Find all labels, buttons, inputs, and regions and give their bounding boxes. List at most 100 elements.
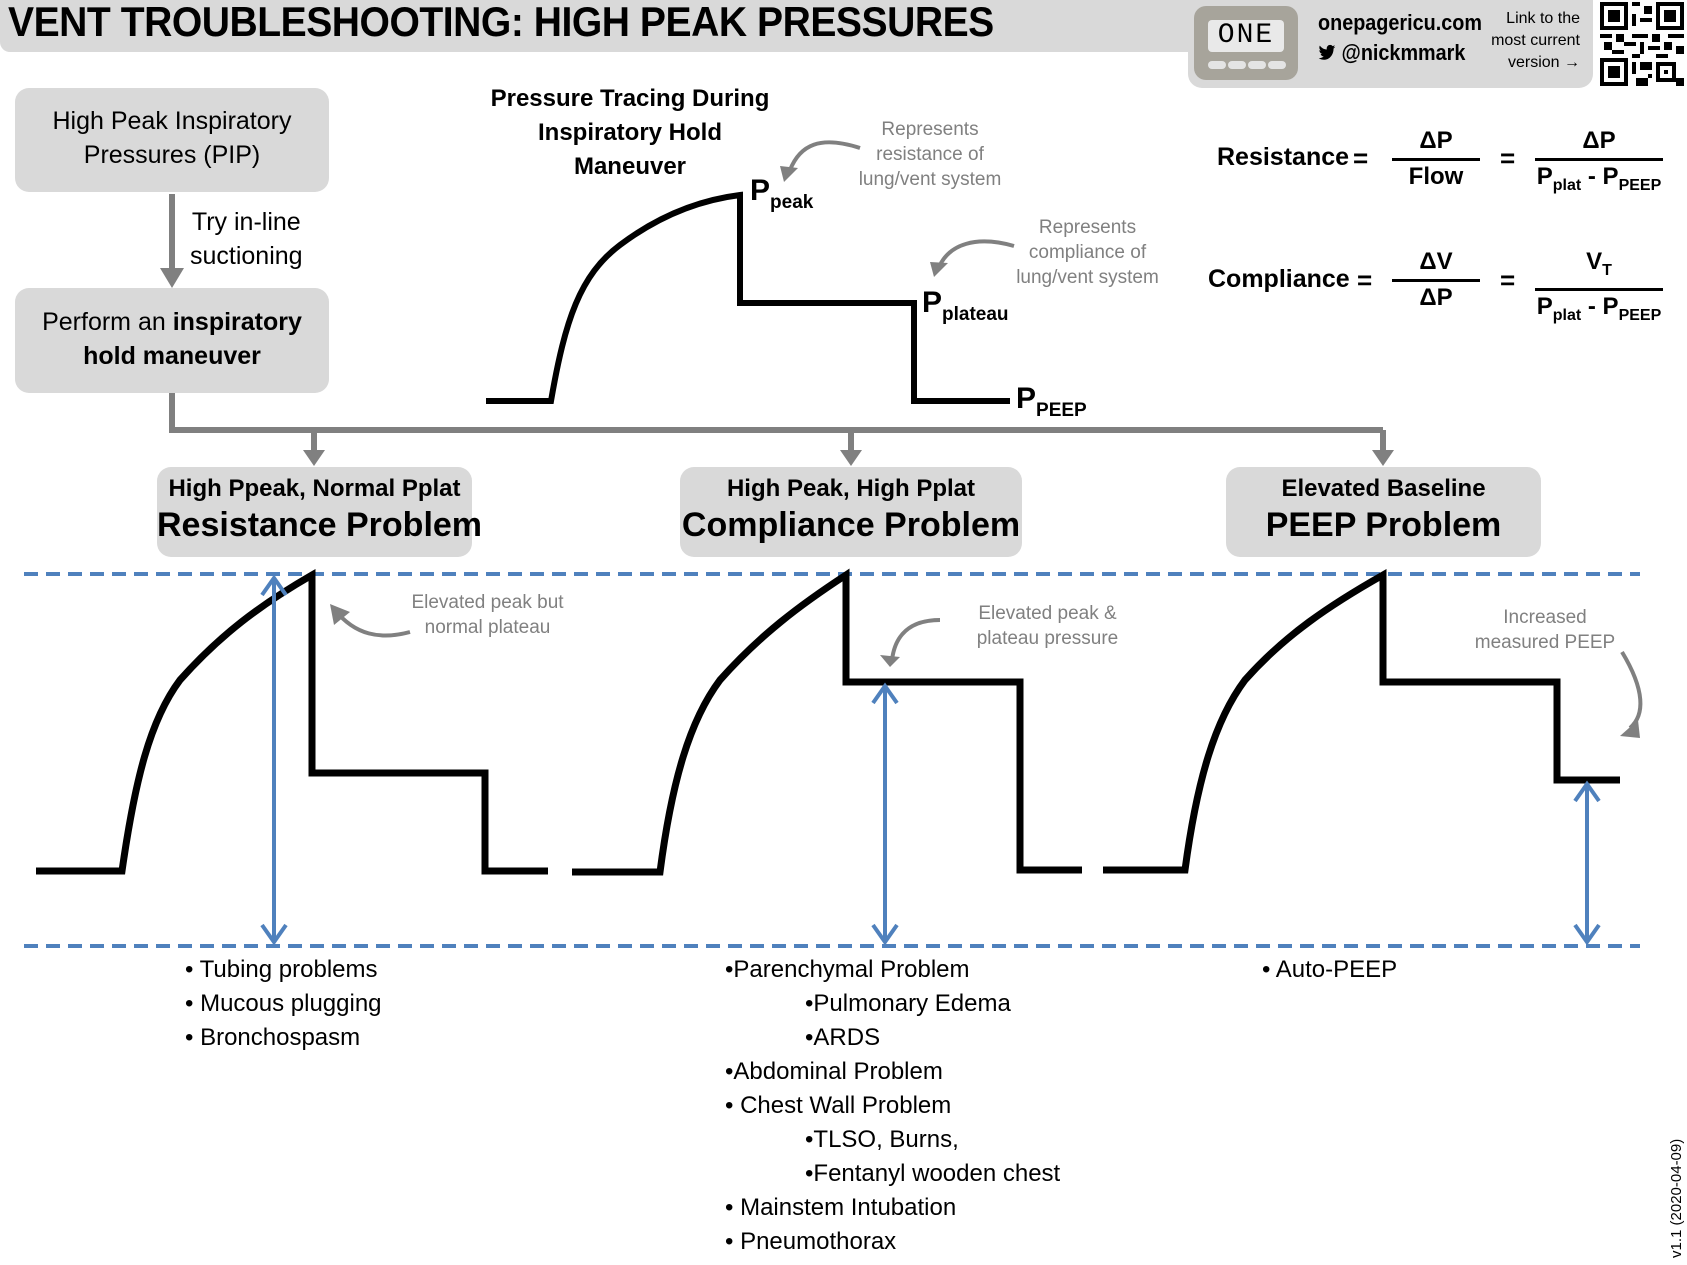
list-item: • Pneumothorax bbox=[725, 1228, 897, 1255]
connector-branch bbox=[169, 393, 1383, 433]
measure-arrowhead bbox=[1573, 780, 1601, 803]
resistance-causes-list: • Tubing problems • Mucous plugging • Br… bbox=[185, 953, 382, 1055]
qr-code-icon[interactable] bbox=[1600, 2, 1684, 86]
list-item: • Bronchospasm bbox=[185, 1024, 361, 1051]
peep-causes-list: • Auto-PEEP bbox=[1262, 953, 1397, 987]
annotation-arrowhead bbox=[780, 166, 798, 182]
peep-pressure-trace bbox=[1103, 568, 1620, 874]
suction-step-label: Try in-line suctioning bbox=[190, 205, 303, 273]
logo-text: ONE bbox=[1208, 20, 1284, 52]
measure-arrowhead bbox=[260, 923, 288, 946]
qr-caption-line: version → bbox=[1507, 54, 1580, 71]
equals-sign: = bbox=[1500, 143, 1516, 173]
compliance-fraction-1: ΔV ΔP bbox=[1392, 247, 1480, 314]
twitter-handle: @nickmmark bbox=[1341, 40, 1466, 65]
denominator: Pplat - PPEEP bbox=[1536, 293, 1662, 324]
problem-subtitle: High Ppeak, Normal Pplat bbox=[168, 475, 461, 502]
problem-title: Compliance Problem bbox=[681, 506, 1021, 544]
equals-sign: = bbox=[1500, 265, 1516, 295]
onepager-logo[interactable]: ONE bbox=[1194, 6, 1298, 80]
hold-box-bold: inspiratory bbox=[172, 308, 302, 336]
list-item: • Mainstem Intubation bbox=[725, 1194, 957, 1221]
annotation-arrowhead bbox=[330, 604, 350, 625]
peep-problem-box: Elevated Baseline PEEP Problem bbox=[1226, 467, 1541, 557]
site-links: onepagericu.com @nickmmark bbox=[1318, 8, 1482, 68]
reference-pressure-trace bbox=[486, 191, 1010, 404]
list-item: •Parenchymal Problem bbox=[725, 956, 970, 983]
list-item: •Fentanyl wooden chest bbox=[805, 1160, 1061, 1187]
qr-caption: Link to the most current version → bbox=[1470, 8, 1580, 74]
resistance-fraction-2: ΔP Pplat - PPEEP bbox=[1535, 126, 1663, 202]
equals-sign: = bbox=[1353, 143, 1369, 173]
hold-box-bold: hold maneuver bbox=[83, 342, 261, 370]
arrowhead bbox=[840, 450, 862, 466]
title-bar bbox=[0, 0, 1200, 52]
qr-caption-line: Link to the bbox=[1506, 10, 1580, 27]
list-item: • Chest Wall Problem bbox=[725, 1092, 952, 1119]
logo-dot bbox=[1248, 61, 1266, 69]
measure-arrowhead bbox=[871, 923, 899, 946]
problem-subtitle: High Peak, High Pplat bbox=[726, 475, 976, 502]
annotation-arrowhead bbox=[880, 655, 900, 667]
arrowhead bbox=[303, 450, 325, 466]
measure-arrowhead bbox=[1573, 923, 1601, 946]
list-item: •Pulmonary Edema bbox=[805, 990, 1011, 1017]
arrowhead bbox=[1372, 450, 1394, 466]
list-item: • Tubing problems bbox=[185, 956, 378, 983]
compliance-causes-list: •Parenchymal Problem •Pulmonary Edema •A… bbox=[725, 953, 1060, 1259]
compliance-pressure-trace bbox=[572, 568, 1082, 876]
problem-subtitle: Elevated Baseline bbox=[1281, 475, 1486, 502]
denominator: Pplat - PPEEP bbox=[1536, 163, 1662, 194]
annotation-arrow-peep-problem bbox=[1620, 650, 1643, 730]
resistance-pressure-trace bbox=[36, 568, 548, 875]
measure-arrowhead bbox=[871, 682, 899, 705]
measure-arrowhead bbox=[260, 574, 288, 597]
list-item: • Mucous plugging bbox=[185, 990, 382, 1017]
annotation-arrowhead bbox=[1620, 720, 1640, 738]
resistance-formula-label: Resistance bbox=[1217, 143, 1350, 171]
logo-dot bbox=[1268, 61, 1286, 69]
problem-title: PEEP Problem bbox=[1265, 506, 1502, 544]
page-title: VENT TROUBLESHOOTING: HIGH PEAK PRESSURE… bbox=[8, 0, 994, 45]
tracing-title-line: Pressure Tracing During bbox=[490, 85, 770, 112]
site-link[interactable]: onepagericu.com bbox=[1318, 10, 1482, 35]
equals-sign: = bbox=[1357, 265, 1373, 295]
annotation-compliance-problem: Elevated peak &plateau pressure bbox=[976, 603, 1119, 649]
list-item: •ARDS bbox=[805, 1024, 881, 1051]
list-item: •TLSO, Burns, bbox=[805, 1126, 959, 1153]
p-peep-label: PPEEP bbox=[1016, 382, 1087, 421]
box-line: Pressures (PIP) bbox=[83, 141, 261, 169]
numerator: ΔP bbox=[1535, 126, 1663, 161]
denominator: ΔP bbox=[1419, 284, 1453, 311]
p-plateau-label: Pplateau bbox=[922, 286, 1009, 325]
edge-label-line: Try in-line bbox=[191, 208, 301, 236]
resistance-problem-box: High Ppeak, Normal Pplat Resistance Prob… bbox=[157, 467, 483, 557]
inspiratory-hold-box: Perform an inspiratory hold maneuver bbox=[15, 288, 329, 393]
tracing-title: Pressure Tracing During Inspiratory Hold… bbox=[480, 82, 780, 184]
hold-box-prefix: Perform an bbox=[42, 308, 173, 336]
logo-dot bbox=[1208, 61, 1226, 69]
logo-dot bbox=[1228, 61, 1246, 69]
twitter-link[interactable]: @nickmmark bbox=[1318, 38, 1482, 68]
list-item: •Abdominal Problem bbox=[725, 1058, 943, 1085]
numerator: ΔV bbox=[1392, 247, 1480, 282]
annotation-arrow-compliance bbox=[938, 239, 1015, 266]
compliance-fraction-2: VT Pplat - PPEEP bbox=[1535, 247, 1663, 332]
flow-connectors bbox=[160, 194, 1394, 466]
compliance-problem-box: High Peak, High Pplat Compliance Problem bbox=[680, 467, 1022, 557]
box-line: High Peak Inspiratory bbox=[52, 107, 292, 135]
annotation-arrowhead bbox=[930, 262, 948, 277]
annotation-arrow-compliance-problem bbox=[890, 618, 941, 661]
list-item: • Auto-PEEP bbox=[1262, 956, 1398, 983]
annotation-arrow-resistance bbox=[788, 140, 861, 171]
tracing-title-line: Inspiratory Hold bbox=[537, 119, 723, 146]
twitter-bird-icon bbox=[1318, 40, 1342, 65]
compliance-formula-label: Compliance bbox=[1208, 265, 1350, 293]
high-pip-box: High Peak Inspiratory Pressures (PIP) bbox=[15, 88, 329, 192]
problem-title: Resistance Problem bbox=[157, 506, 483, 544]
